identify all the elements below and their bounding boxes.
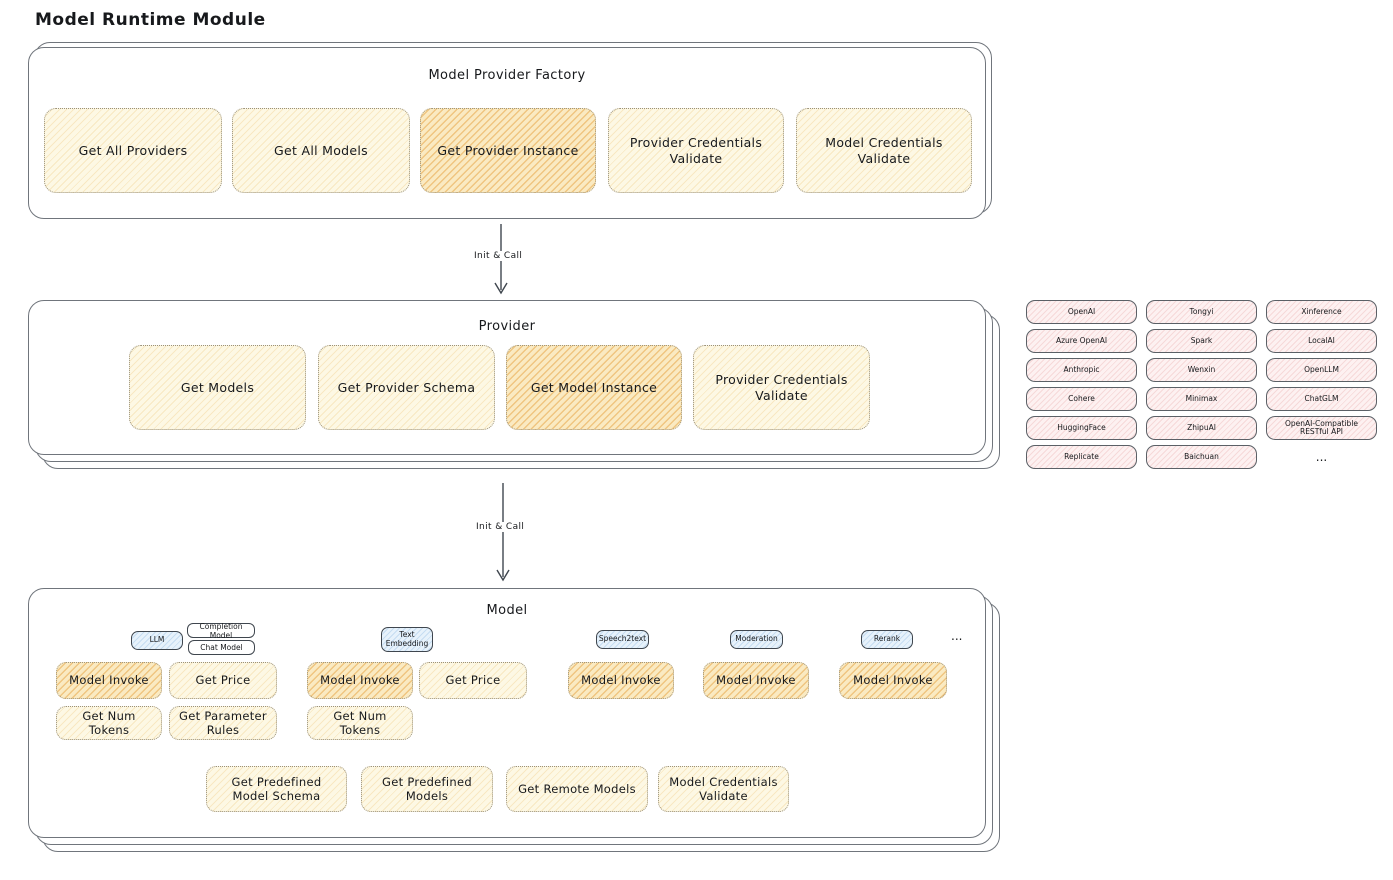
get-predefined-model-schema-button: Get Predefined Model Schema <box>206 766 347 812</box>
moderation-model-invoke-button: Model Invoke <box>703 662 809 699</box>
init-call-label-2: Init & Call <box>472 522 529 532</box>
provider-button-provider-credentials-validate: Provider Credentials Validate <box>693 345 870 430</box>
model-tab-chat-model: Chat Model <box>188 640 255 655</box>
provider-chip-zhipuai: ZhipuAI <box>1146 416 1257 440</box>
provider-chip-huggingface: HuggingFace <box>1026 416 1137 440</box>
model-tab-text-embedding: Text Embedding <box>381 627 433 652</box>
provider-chip-chatglm: ChatGLM <box>1266 387 1377 411</box>
page-title: Model Runtime Module <box>35 10 266 30</box>
provider-chip-tongyi: Tongyi <box>1146 300 1257 324</box>
factory-title: Model Provider Factory <box>428 68 586 83</box>
embedding-model-invoke-button: Model Invoke <box>307 662 413 699</box>
rerank-model-invoke-button: Model Invoke <box>839 662 947 699</box>
provider-chip-minimax: Minimax <box>1146 387 1257 411</box>
llm-get-price-button: Get Price <box>169 662 277 699</box>
provider-chip-xinference: Xinference <box>1266 300 1377 324</box>
provider-button-get-models: Get Models <box>129 345 306 430</box>
init-call-label-1: Init & Call <box>470 251 527 261</box>
provider-panel: Provider Get Models Get Provider Schema … <box>28 300 986 455</box>
factory-button-get-provider-instance: Get Provider Instance <box>420 108 596 193</box>
factory-button-get-all-models: Get All Models <box>232 108 410 193</box>
speech2text-model-invoke-button: Model Invoke <box>568 662 674 699</box>
factory-button-provider-credentials-validate: Provider Credentials Validate <box>608 108 784 193</box>
model-tab-moderation: Moderation <box>730 630 783 649</box>
provider-chip-replicate: Replicate <box>1026 445 1137 469</box>
get-remote-models-button: Get Remote Models <box>506 766 648 812</box>
provider-chip-wenxin: Wenxin <box>1146 358 1257 382</box>
factory-panel: Model Provider Factory Get All Providers… <box>28 47 986 219</box>
model-panel: Model LLM Completion Model Chat Model Te… <box>28 588 986 838</box>
model-tab-llm: LLM <box>131 631 183 650</box>
get-predefined-models-button: Get Predefined Models <box>361 766 493 812</box>
provider-chip-localai: LocalAI <box>1266 329 1377 353</box>
provider-button-get-provider-schema: Get Provider Schema <box>318 345 495 430</box>
provider-chip-openllm: OpenLLM <box>1266 358 1377 382</box>
llm-model-invoke-button: Model Invoke <box>56 662 162 699</box>
factory-button-get-all-providers: Get All Providers <box>44 108 222 193</box>
provider-chip-azure-openai: Azure OpenAI <box>1026 329 1137 353</box>
llm-get-num-tokens-button: Get Num Tokens <box>56 706 162 740</box>
embedding-get-num-tokens-button: Get Num Tokens <box>307 706 413 740</box>
model-title: Model <box>486 603 528 618</box>
provider-chip-openai-compatible: OpenAI-Compatible RESTful API <box>1266 416 1377 440</box>
llm-get-parameter-rules-button: Get Parameter Rules <box>169 706 277 740</box>
provider-chip-anthropic: Anthropic <box>1026 358 1137 382</box>
factory-button-model-credentials-validate: Model Credentials Validate <box>796 108 972 193</box>
model-tab-speech2text: Speech2text <box>596 630 649 649</box>
model-tab-rerank: Rerank <box>861 630 913 649</box>
providers-ellipsis: ... <box>1315 450 1328 464</box>
provider-button-get-model-instance: Get Model Instance <box>506 345 682 430</box>
providers-list: OpenAI Tongyi Xinference Azure OpenAI Sp… <box>1026 300 1377 469</box>
model-tabs-ellipsis: ... <box>951 629 963 643</box>
model-credentials-validate-button: Model Credentials Validate <box>658 766 789 812</box>
model-tab-completion-model: Completion Model <box>187 622 255 640</box>
provider-chip-baichuan: Baichuan <box>1146 445 1257 469</box>
provider-chip-openai: OpenAI <box>1026 300 1137 324</box>
embedding-get-price-button: Get Price <box>419 662 527 699</box>
provider-chip-spark: Spark <box>1146 329 1257 353</box>
init-call-arrow-2 <box>496 483 510 582</box>
provider-title: Provider <box>478 319 536 334</box>
provider-chip-cohere: Cohere <box>1026 387 1137 411</box>
